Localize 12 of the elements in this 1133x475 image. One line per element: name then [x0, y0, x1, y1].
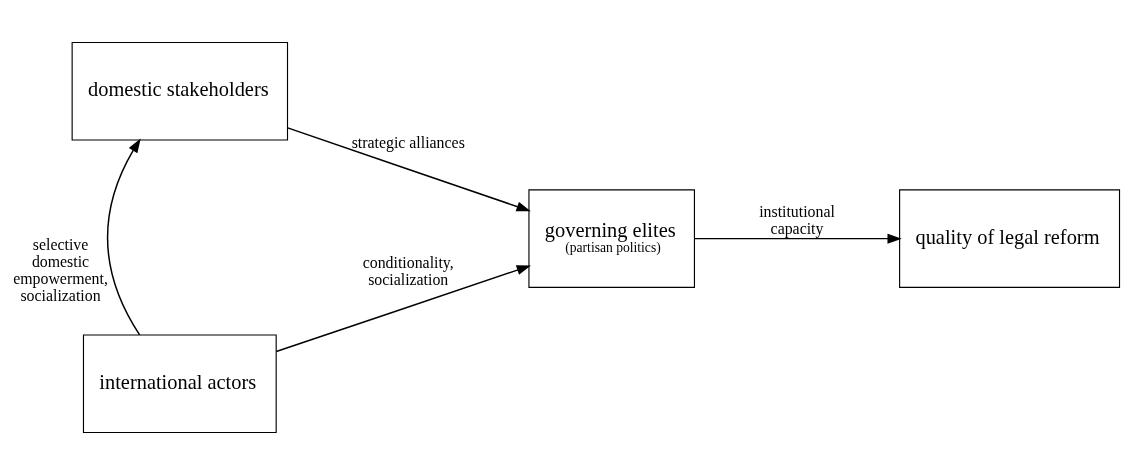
edge-label: institutional capacity — [759, 203, 835, 238]
node-box: international actors — [82, 334, 277, 434]
node-box: governing elites (partisan politics) — [528, 189, 695, 288]
edge-label: strategic alliances — [351, 134, 465, 152]
arrow — [286, 127, 531, 212]
node-box: quality of legal reform — [899, 189, 1121, 288]
arrow — [275, 265, 531, 353]
arrow — [694, 233, 902, 244]
arrow — [106, 138, 141, 336]
edge-label: conditionality, socialization — [362, 254, 454, 289]
node-box: domestic stakeholders — [71, 41, 289, 141]
edge-label: selective domestic empowerment, socialization — [13, 236, 108, 305]
